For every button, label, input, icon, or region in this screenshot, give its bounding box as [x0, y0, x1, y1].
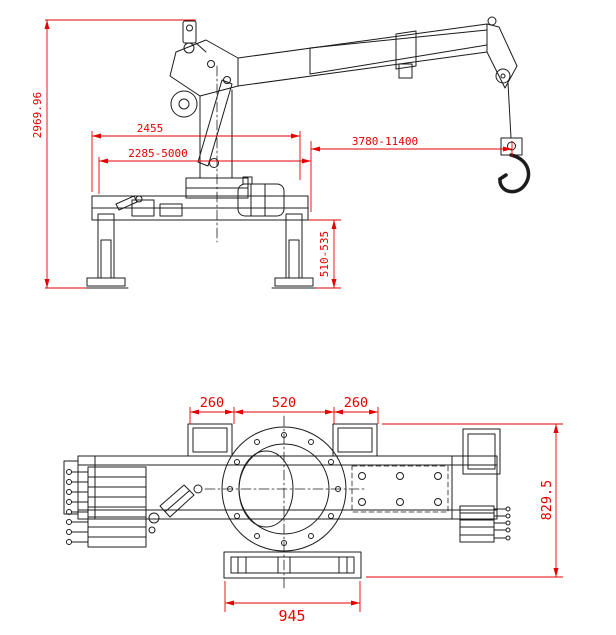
outrigger-right	[271, 213, 317, 289]
hook	[498, 137, 531, 194]
outrigger-left	[83, 213, 129, 289]
side-view	[83, 16, 531, 289]
control-valve-bank-right	[459, 505, 511, 543]
plan-view	[63, 415, 511, 589]
dim-beam-left-label: 260	[200, 395, 224, 411]
dim-extension-range-label: 2285-5000	[128, 147, 188, 160]
plan-dim-labels: 260 520 260 829.5 945	[200, 395, 555, 625]
boom-pivot	[169, 20, 239, 97]
side-view-dimensions: 2969.96 2455 2285-5000 3780-11400 510-53…	[31, 19, 513, 289]
winch	[170, 90, 198, 118]
outrigger-beam-right	[332, 423, 378, 457]
dim-plate-width-label: 945	[278, 607, 305, 625]
plan-dim-arrows	[190, 409, 559, 606]
dim-ground-clearance-label: 510-535	[318, 231, 331, 277]
dim-base-width-label: 2455	[137, 122, 164, 135]
oil-tank	[237, 176, 285, 217]
control-valve-bank-left	[66, 466, 203, 548]
lift-cylinder	[197, 76, 233, 168]
side-dim-labels: 2969.96 2455 2285-5000 3780-11400 510-53…	[31, 92, 418, 277]
dim-height-label: 2969.96	[31, 92, 44, 138]
right-block	[462, 428, 501, 475]
dim-overall-width-label: 829.5	[539, 480, 555, 521]
plan-view-dimensions: 260 520 260 829.5 945	[189, 395, 563, 625]
plan-centerlines	[204, 415, 366, 589]
side-dim-arrows	[44, 20, 512, 288]
dim-reach-range-label: 3780-11400	[352, 135, 418, 148]
outrigger-beam-left	[187, 423, 233, 457]
base-frame	[91, 195, 309, 221]
dim-beam-spacing-label: 520	[272, 395, 296, 411]
dim-beam-right-label: 260	[344, 395, 368, 411]
boom-head	[486, 16, 518, 139]
base-plate	[223, 551, 362, 579]
